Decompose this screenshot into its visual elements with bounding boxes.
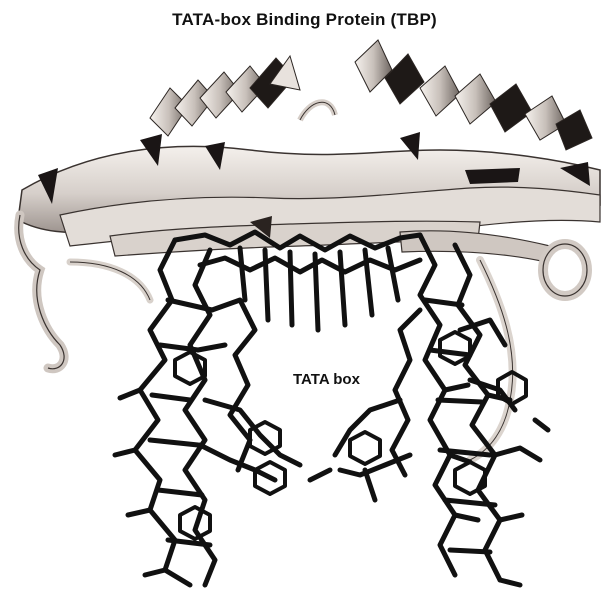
figure-title: TATA-box Binding Protein (TBP) — [0, 10, 609, 30]
dna-stick-model — [115, 232, 548, 585]
tata-box-label: TATA box — [293, 371, 360, 388]
tbp-protein-ribbon — [18, 40, 600, 460]
